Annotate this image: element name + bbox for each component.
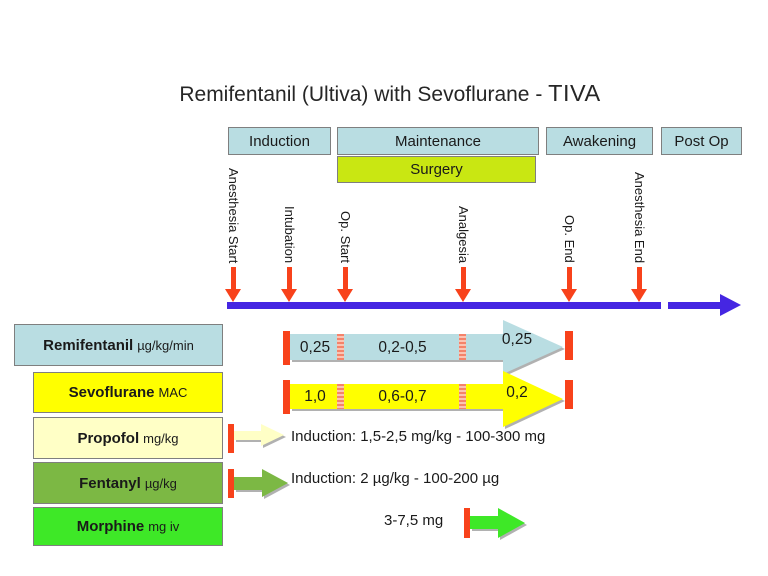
marker-arrow-analgesia <box>461 267 466 290</box>
remifentanil-arrow-body <box>290 334 503 360</box>
drug-unit-propofol: mg/kg <box>143 430 179 446</box>
event-label-anesthesia-end: Anesthesia End <box>632 171 647 263</box>
marker-arrowhead-anesthesia-end <box>631 289 647 302</box>
fentanyl-note: Induction: 2 µg/kg - 100-200 µg <box>291 470 500 487</box>
marker-arrow-anesthesia-end <box>637 267 642 290</box>
drug-name-remifentanil: Remifentanil <box>43 336 134 354</box>
drug-box-remifentanil: Remifentanil µg/kg/min <box>14 324 223 366</box>
surgery-label: Surgery <box>410 161 463 178</box>
morphine-note: 3-7,5 mg <box>384 512 444 529</box>
marker-arrow-op-end <box>567 267 572 290</box>
drug-box-sevoflurane: Sevoflurane MAC <box>33 372 223 413</box>
remifentanil-dose-induction: 0,25 <box>299 339 331 356</box>
sevoflurane-start-bar <box>283 380 290 414</box>
marker-arrowhead-intubation <box>281 289 297 302</box>
drug-unit-sevoflurane: MAC <box>158 385 188 400</box>
drug-box-propofol: Propofol mg/kg <box>33 417 223 459</box>
drug-box-morphine: Morphine mg iv <box>33 507 223 546</box>
propofol-start-bar <box>228 424 234 453</box>
phase-box-maintenance: Maintenance <box>337 127 539 155</box>
event-label-anesthesia-start: Anesthesia Start <box>226 167 241 263</box>
sevoflurane-dose-induction: 1,0 <box>304 388 326 405</box>
event-label-op-end: Op. End <box>562 215 577 263</box>
phase-box-induction: Induction <box>228 127 331 155</box>
fentanyl-arrow-body <box>234 477 262 490</box>
page-title-emphasis: TIVA <box>548 80 601 106</box>
phase-box-postop: Post Op <box>661 127 742 155</box>
propofol-arrow-body <box>234 431 261 440</box>
phase-label-awakening: Awakening <box>562 132 637 150</box>
fentanyl-arrowhead-icon <box>262 469 288 497</box>
drug-unit-remifentanil: µg/kg/min <box>137 337 194 353</box>
sevoflurane-phase-separator-1 <box>337 384 344 409</box>
phase-label-maintenance: Maintenance <box>395 132 481 150</box>
remifentanil-phase-separator-2 <box>459 334 466 360</box>
sevoflurane-end-bar <box>565 380 573 409</box>
phase-box-awakening: Awakening <box>546 127 653 155</box>
drug-name-sevoflurane: Sevoflurane <box>68 384 155 401</box>
page-title-main: Remifentanil (Ultiva) with Sevoflurane - <box>179 83 543 106</box>
sevoflurane-dose-awakening: 0,2 <box>506 384 528 401</box>
fentanyl-start-bar <box>228 469 234 498</box>
remifentanil-phase-separator-1 <box>337 334 344 360</box>
marker-arrow-op-start <box>343 267 348 290</box>
morphine-arrow-body <box>470 516 498 529</box>
sevoflurane-dose-maintenance: 0,6-0,7 <box>378 388 427 405</box>
drug-box-fentanyl: Fentanyl µg/kg <box>33 462 223 504</box>
morphine-start-bar <box>464 508 470 538</box>
marker-arrowhead-op-end <box>561 289 577 302</box>
drug-unit-fentanyl: µg/kg <box>144 475 177 491</box>
phase-label-induction: Induction <box>249 132 310 150</box>
phase-label-postop: Post Op <box>674 132 729 150</box>
event-label-analgesia: Analgesia <box>456 205 471 263</box>
marker-arrow-intubation <box>287 267 292 290</box>
remifentanil-dose-awakening: 0,25 <box>501 331 533 348</box>
surgery-bar: Surgery <box>337 156 536 183</box>
event-label-intubation: Intubation <box>282 205 297 263</box>
drug-name-fentanyl: Fentanyl <box>79 474 141 492</box>
timeline-segment-main <box>227 302 661 309</box>
sevoflurane-arrow-body <box>290 384 503 409</box>
marker-arrow-anesthesia-start <box>231 267 236 290</box>
event-label-op-start: Op. Start <box>338 210 353 263</box>
morphine-arrowhead-icon <box>498 508 525 538</box>
marker-arrowhead-anesthesia-start <box>225 289 241 302</box>
remifentanil-end-bar <box>565 331 573 360</box>
timeline-arrowhead-icon <box>720 294 741 316</box>
sevoflurane-phase-separator-2 <box>459 384 466 409</box>
remifentanil-arrowhead-icon <box>503 320 563 374</box>
remifentanil-dose-maintenance: 0,2-0,5 <box>378 339 427 356</box>
marker-arrowhead-analgesia <box>455 289 471 302</box>
drug-unit-morphine: mg iv <box>148 519 180 534</box>
sevoflurane-arrowhead-icon <box>503 371 563 427</box>
page-title: Remifentanil (Ultiva) with Sevoflurane -… <box>100 80 680 107</box>
marker-arrowhead-op-start <box>337 289 353 302</box>
timeline-segment-postop <box>668 302 720 309</box>
drug-name-morphine: Morphine <box>76 518 145 535</box>
propofol-note: Induction: 1,5-2,5 mg/kg - 100-300 mg <box>291 428 546 445</box>
remifentanil-start-bar <box>283 331 290 365</box>
propofol-arrowhead-icon <box>261 424 284 446</box>
drug-name-propofol: Propofol <box>77 429 140 447</box>
